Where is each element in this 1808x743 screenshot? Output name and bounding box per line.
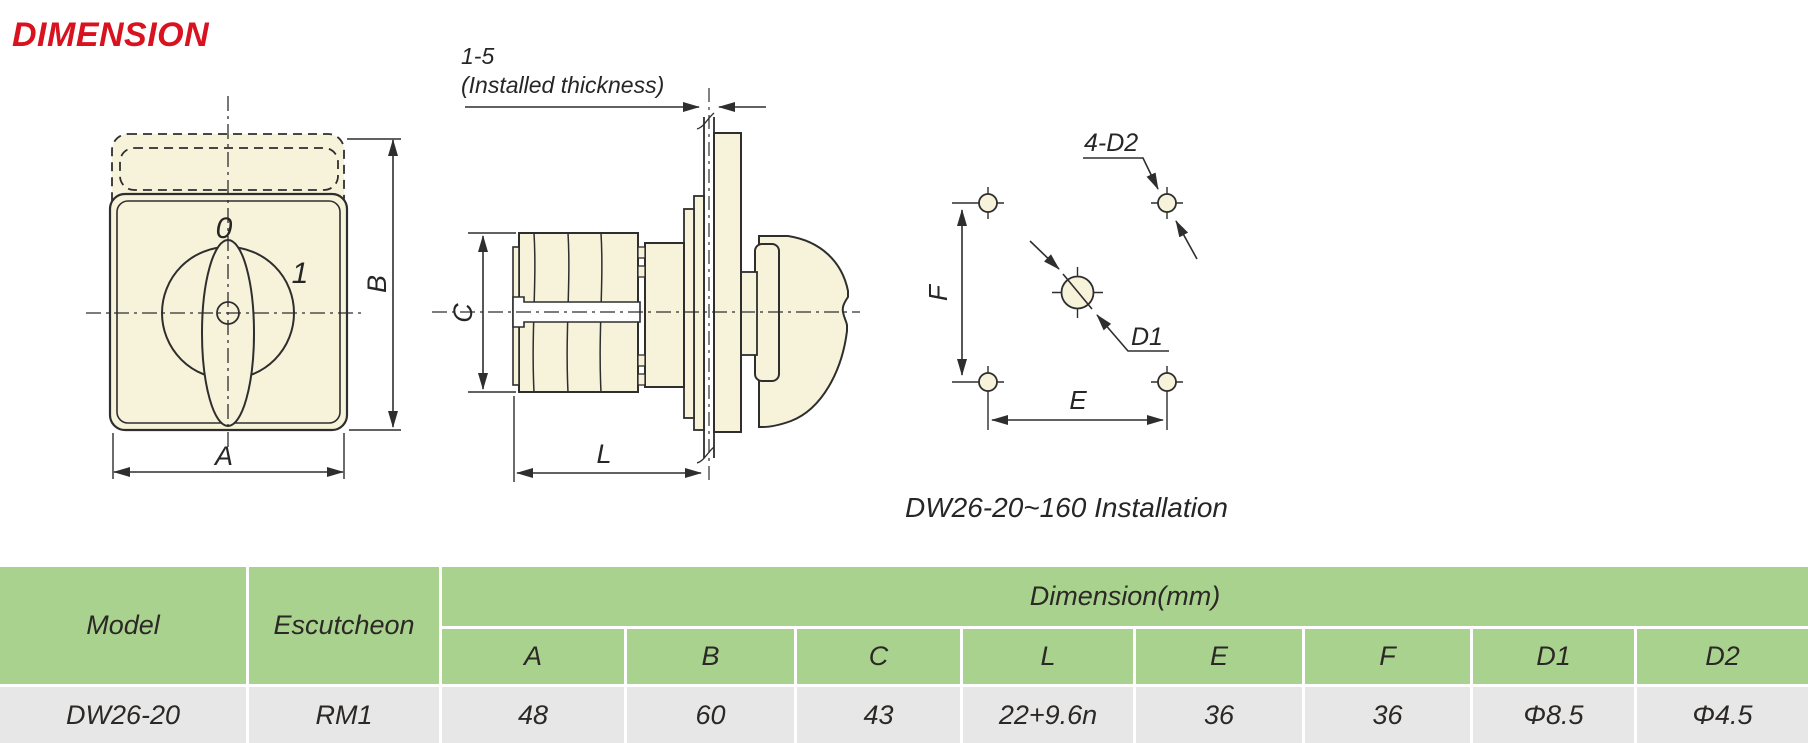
table-header-escutcheon: Escutcheon — [249, 567, 439, 684]
coupling-tooth-2 — [637, 265, 646, 278]
panel-lines — [703, 117, 715, 458]
d1-leader-upper — [1029, 240, 1060, 270]
dim-b-label: B — [362, 275, 392, 293]
table-cell-e: 36 — [1136, 687, 1302, 743]
panel-break-bottom — [696, 446, 715, 464]
dimension-table: Model Escutcheon Dimension(mm) A B C L E… — [0, 567, 1808, 743]
table-cell-b: 60 — [627, 687, 794, 743]
table-header-l: L — [963, 629, 1133, 684]
table-cell-a: 48 — [442, 687, 624, 743]
table-cell-d2: Φ4.5 — [1637, 687, 1808, 743]
front-position-1-label: 1 — [292, 257, 309, 290]
table-header-a: A — [442, 629, 624, 684]
table-cell-l: 22+9.6n — [963, 687, 1133, 743]
table-cell-c: 43 — [797, 687, 960, 743]
shaft-bushing — [740, 271, 758, 356]
table-cell-f: 36 — [1305, 687, 1470, 743]
flange-inner — [683, 208, 695, 419]
coupling-tooth-1 — [637, 246, 646, 259]
corner-holes-label: 4-D2 — [1084, 129, 1138, 157]
dim-a-label: A — [213, 441, 233, 471]
installation-view: 4-D2 D1 F E DW26-20~160 Installation — [905, 129, 1228, 523]
table-header-c: C — [797, 629, 960, 684]
table-header-f: F — [1305, 629, 1470, 684]
side-view: 1-5 (Installed thickness) C L — [432, 43, 860, 482]
d1-hole-chord — [1062, 273, 1093, 310]
table-header-e: E — [1136, 629, 1302, 684]
coupling-tooth-4 — [637, 373, 646, 386]
mount-hole-top-right — [1157, 193, 1177, 213]
dimension-drawings: 0 1 A B — [86, 43, 1228, 523]
table-header-model: Model — [0, 567, 246, 684]
dim-e-label: E — [1069, 385, 1087, 415]
dim-f-label: F — [923, 283, 953, 301]
mount-hole-top-left — [978, 193, 998, 213]
d2-leader-lower — [1175, 220, 1198, 260]
table-cell-model: DW26-20 — [0, 687, 246, 743]
table-cell-escutcheon: RM1 — [249, 687, 439, 743]
handle-recess-outline — [119, 147, 339, 191]
thickness-value-label: 1-5 — [461, 43, 494, 69]
table-header-d1: D1 — [1473, 629, 1634, 684]
dim-c-label: C — [448, 303, 478, 323]
table-header-dimension-mm: Dimension(mm) — [442, 567, 1808, 626]
front-view: 0 1 A B — [86, 96, 401, 479]
mount-hole-bottom-left — [978, 372, 998, 392]
front-adapter — [644, 242, 685, 388]
page-title: DIMENSION — [12, 16, 210, 54]
d2-leader-upper — [1083, 157, 1159, 190]
installation-caption: DW26-20~160 Installation — [905, 492, 1228, 523]
panel-break-top — [696, 112, 715, 130]
dim-l-label: L — [596, 439, 611, 469]
mount-hole-bottom-right — [1157, 372, 1177, 392]
escutcheon-plate — [713, 132, 742, 433]
table-header-b: B — [627, 629, 794, 684]
hole-crosshairs — [952, 187, 1183, 430]
c-extension-lines — [468, 232, 516, 393]
table-header-d2: D2 — [1637, 629, 1808, 684]
coupling-tooth-3 — [637, 354, 646, 367]
center-hole-label: D1 — [1131, 323, 1163, 351]
thickness-note-label: (Installed thickness) — [461, 72, 664, 98]
d1-leader-lower — [1096, 314, 1169, 352]
table-cell-d1: Φ8.5 — [1473, 687, 1634, 743]
flange-outer — [693, 195, 705, 431]
handle-dome — [758, 235, 849, 428]
front-position-0-label: 0 — [216, 212, 233, 245]
